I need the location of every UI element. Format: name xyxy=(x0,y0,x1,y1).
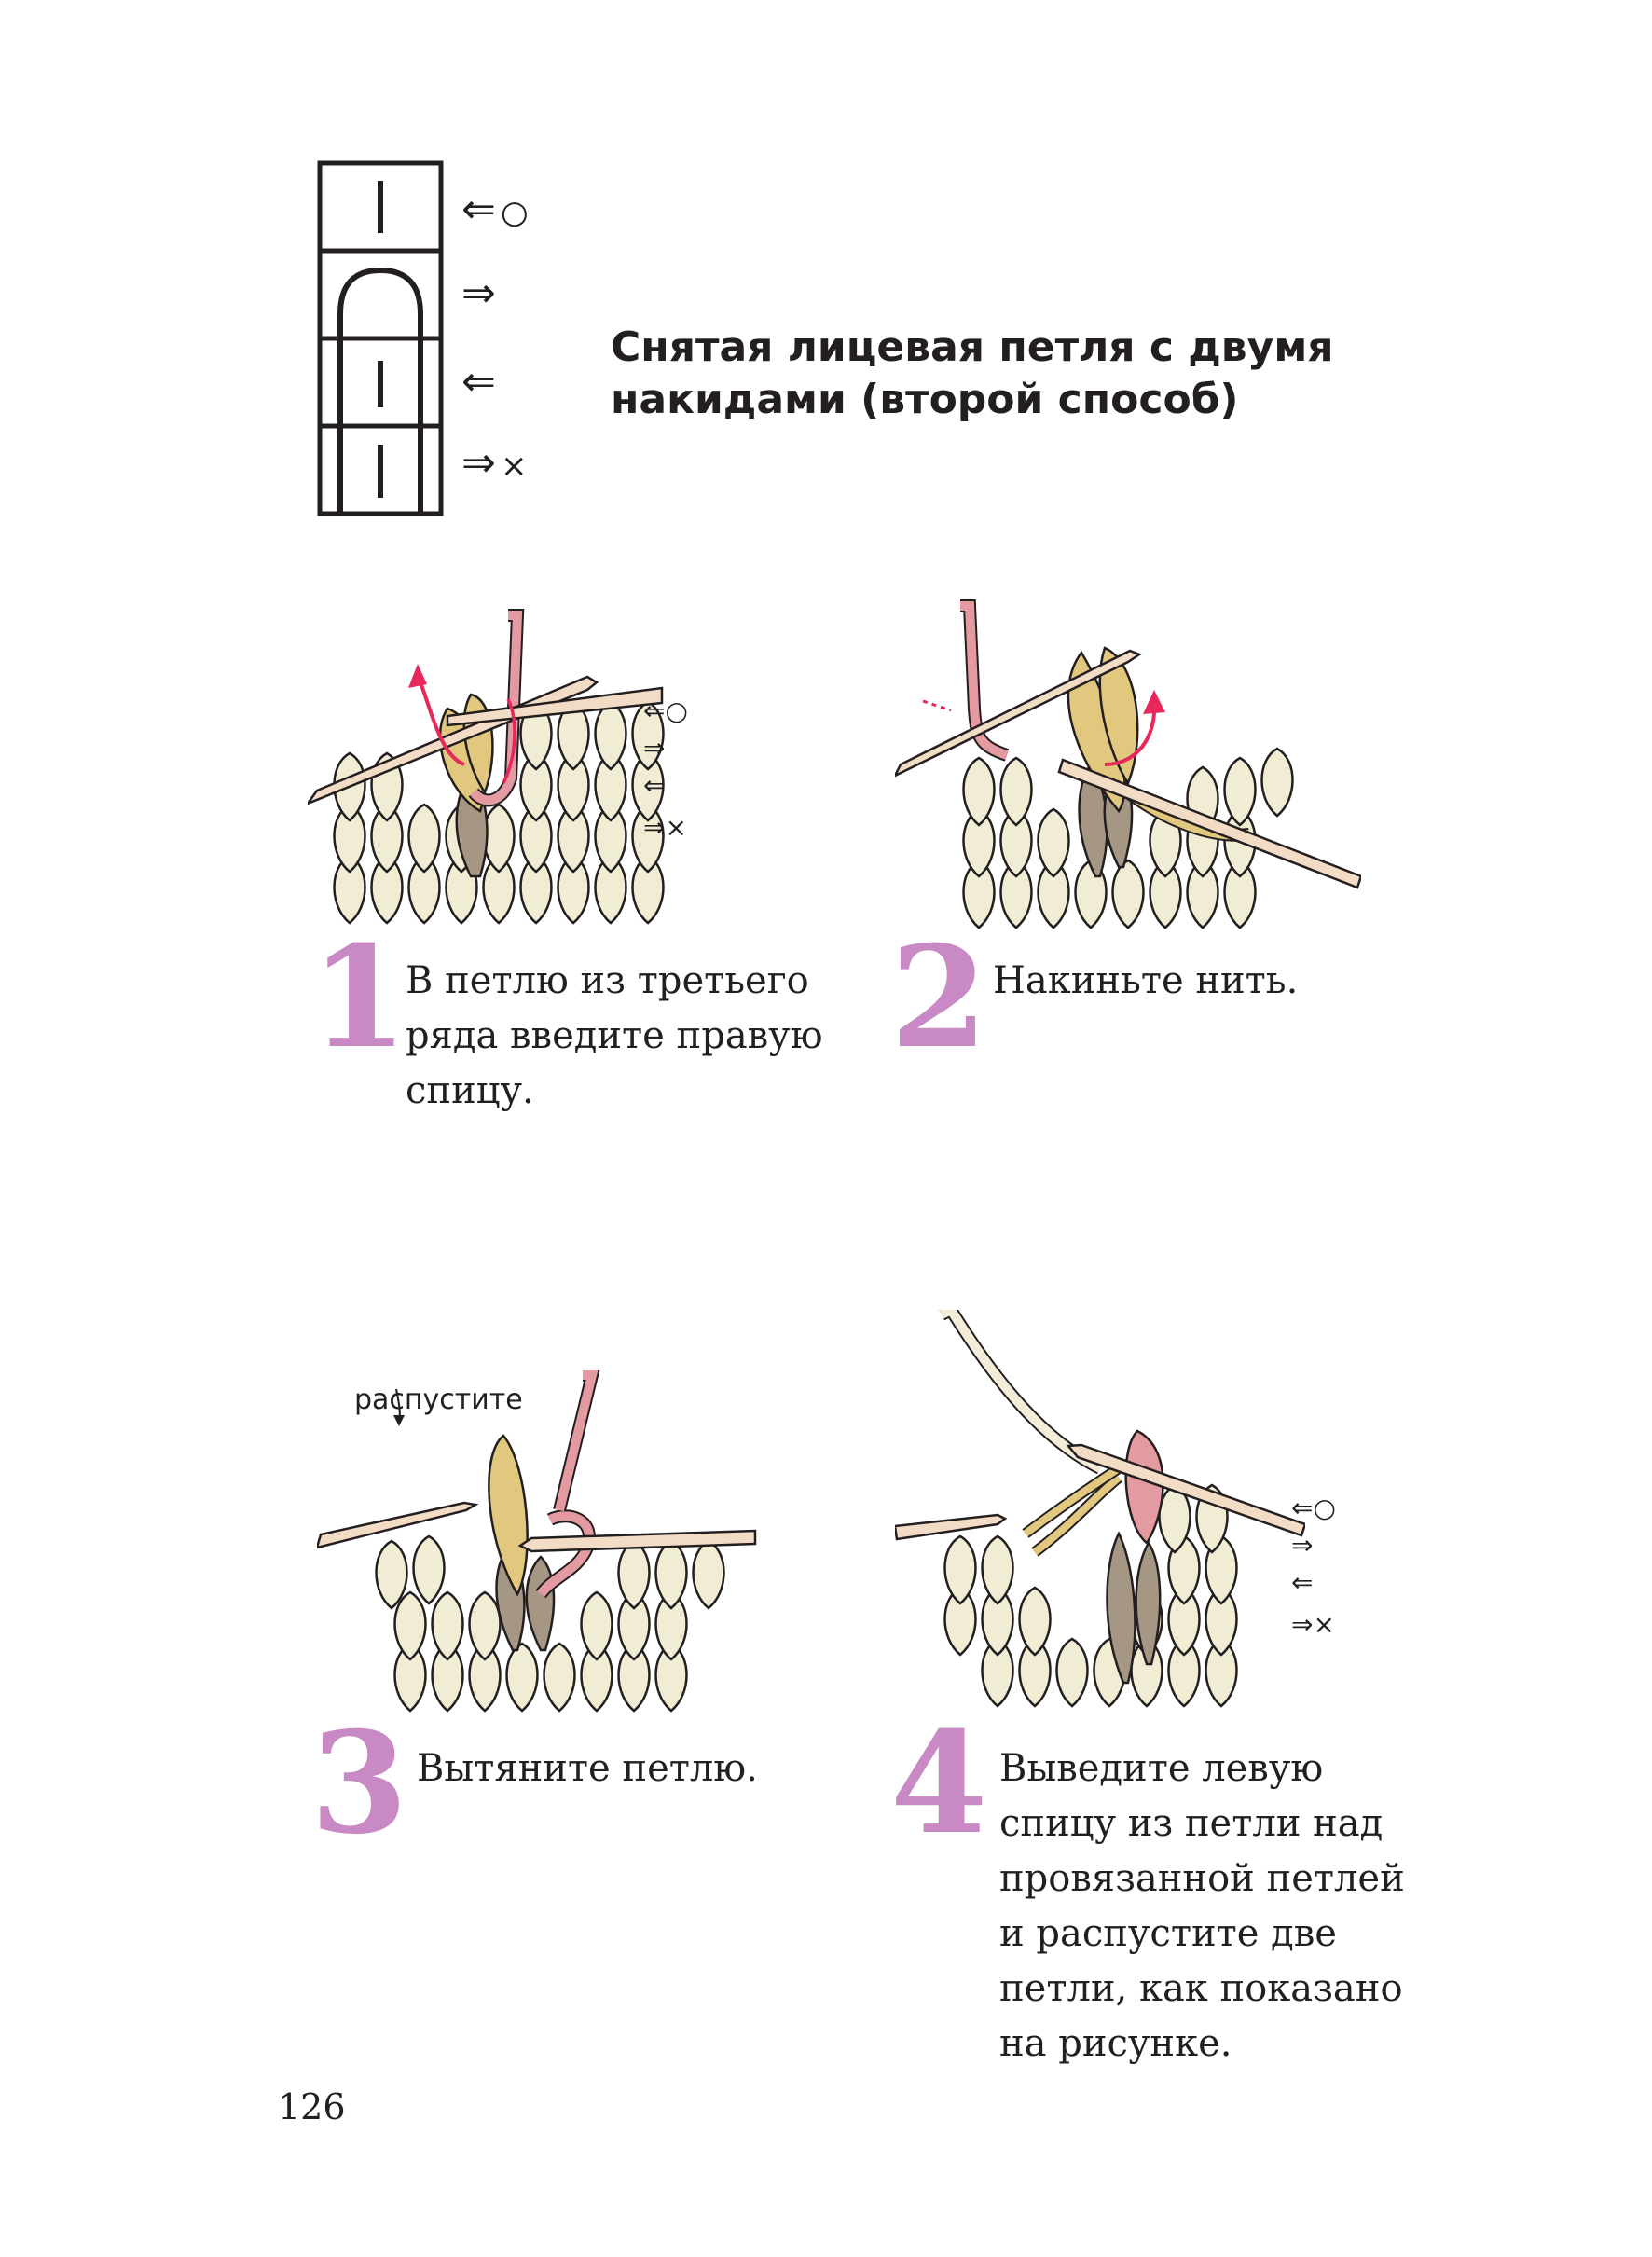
chart-symbol xyxy=(317,160,447,519)
illustration-step-3 xyxy=(317,1370,764,1715)
page-title: Снятая лицевая петля с двумя накидами (в… xyxy=(611,323,1334,423)
step-text: Вытяните петлю. xyxy=(417,1747,758,1790)
legend-row: ⇒ × xyxy=(461,440,527,489)
legend-row: ⇐ xyxy=(461,359,496,406)
arrow-right-icon: ⇒ xyxy=(461,269,496,317)
step-number: 2 xyxy=(890,915,988,1080)
legend-row: ⇒ xyxy=(461,270,496,317)
illustration-step-2 xyxy=(895,597,1361,942)
circle-icon: ○ xyxy=(500,194,529,231)
arrow-left-icon: ⇐ xyxy=(461,186,496,233)
step-text: В петлю из третьего ряда введите правую … xyxy=(406,959,823,1112)
page-number: 126 xyxy=(278,2086,346,2127)
step-number: 3 xyxy=(310,1701,408,1865)
annotation-label: распустите xyxy=(354,1383,523,1416)
legend-row: ⇐ ○ xyxy=(461,186,529,236)
illustration-step-1 xyxy=(308,606,737,942)
step-number: 4 xyxy=(890,1701,988,1865)
step-number: 1 xyxy=(310,915,408,1080)
step-text: Выведите левую спицу из петли над провяз… xyxy=(999,1747,1405,2065)
illustration-step-4 xyxy=(895,1310,1305,1711)
arrow-right-icon: ⇒ xyxy=(461,439,496,487)
arrow-left-icon: ⇐ xyxy=(461,358,496,406)
step-text: Накиньте нить. xyxy=(993,959,1299,1002)
cross-icon: × xyxy=(500,447,528,485)
